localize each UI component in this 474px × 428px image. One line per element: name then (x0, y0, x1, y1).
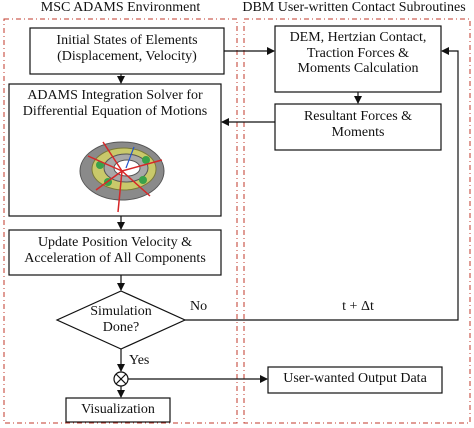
force-vector (121, 170, 151, 197)
adams-environment-boundary (3, 18, 238, 424)
user-output-box (267, 366, 443, 394)
initial-states-box (29, 27, 225, 75)
rolling-element (142, 156, 150, 164)
bearing-icon (79, 141, 165, 213)
simulation-done-decision (55, 290, 187, 350)
force-vector (117, 170, 123, 213)
force-vector (121, 159, 163, 172)
rolling-element (96, 161, 104, 169)
summing-junction-cross-b (115, 373, 127, 385)
force-vector (102, 141, 123, 172)
resultant-forces-box (274, 103, 442, 151)
dem-contact-box (274, 25, 442, 93)
force-vector (87, 155, 123, 172)
rolling-element (139, 176, 147, 184)
dbm-subroutines-boundary (243, 18, 471, 424)
visualization-box (65, 397, 171, 423)
force-vector (95, 170, 123, 191)
arrow-no-feedback-loop (185, 47, 459, 321)
update-position-box (8, 229, 222, 276)
axis-vector (125, 146, 135, 169)
